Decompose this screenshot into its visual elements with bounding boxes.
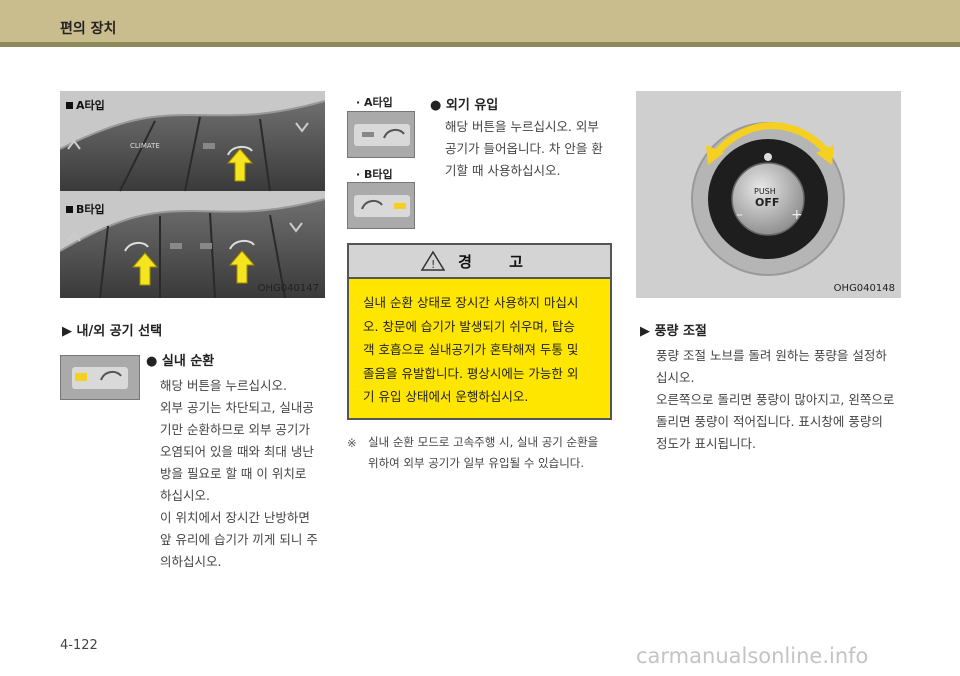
header-divider (0, 42, 960, 47)
header-title: 편의 장치 (60, 21, 117, 37)
section-title-fan-speed: ▶ 풍량 조절 (640, 324, 707, 339)
figure-code-left: OHG040147 (257, 283, 319, 294)
fresh-air-description: 해당 버튼을 누르십시오. 외부 공기가 들어옵니다. 차 안을 환 기할 때 … (445, 119, 603, 178)
knob-push: PUSH (754, 187, 776, 196)
indicator-on-icon (75, 373, 87, 381)
warning-triangle-icon: ! (420, 250, 446, 271)
arrow-up-icon (228, 250, 256, 284)
climate-panel-drawing: CLIMATE (60, 100, 325, 298)
fresh-air-thumbnail-b (347, 182, 415, 229)
svg-text:!: ! (431, 258, 435, 271)
type-b-tag: B타입 (66, 201, 105, 217)
fan-knob-illustration: PUSH OFF – + OHG040148 (636, 91, 901, 298)
fan-icon (764, 153, 772, 161)
chevron-down-icon (295, 122, 309, 133)
figure-code-right: OHG040148 (833, 283, 895, 294)
plus-label: + (791, 207, 803, 223)
recirc-description: 해당 버튼을 누르십시오. 외부 공기는 차단되고, 실내공 기만 순환하므로 … (160, 378, 318, 569)
climate-panel-illustration: CLIMATE A타입 B타입 OHG040147 (60, 91, 325, 298)
warning-title: 경 고 (458, 252, 539, 271)
panel-a-body (60, 101, 325, 191)
panel-b-body (60, 199, 325, 298)
rotation-arc (711, 122, 831, 159)
recirc-icon-a (227, 145, 253, 156)
fresh-air-icon (361, 199, 383, 210)
type-a-tag: A타입 (66, 97, 105, 113)
note-mark: ※ (347, 436, 357, 450)
watermark: carmanualsonline.info (636, 644, 869, 668)
fresh-air-title: ● 외기 유입 (430, 98, 499, 113)
knob-off: OFF (755, 196, 779, 209)
fan-knob-drawing: PUSH OFF – + (691, 122, 845, 276)
type-b-label: · B타입 (356, 168, 393, 181)
arrow-right-icon (816, 145, 834, 165)
fresh-air-thumbnail-a (347, 111, 415, 158)
warning-header: ! 경 고 (349, 245, 610, 279)
arrow-left-icon (706, 145, 724, 165)
climate-label: CLIMATE (130, 142, 160, 150)
section-title-air-select: ▶ 내/외 공기 선택 (62, 324, 163, 339)
recirc-icon-b (229, 239, 255, 250)
page-number: 4-122 (60, 638, 98, 653)
fresh-air-icon-b (124, 241, 149, 252)
minus-label: – (736, 207, 743, 223)
note-text: 실내 순환 모드로 고속주행 시, 실내 공기 순환을 위하여 외부 공기가 일… (368, 435, 599, 470)
recirc-title: ● 실내 순환 (146, 354, 215, 369)
warning-box: ! 경 고 실내 순환 상태로 장시간 사용하지 마십시 오. 창문에 습기가 … (347, 243, 612, 420)
fresh-air-icon (383, 128, 405, 139)
indicator-on-icon (394, 203, 406, 209)
warning-text: 실내 순환 상태로 장시간 사용하지 마십시 오. 창문에 습기가 발생되기 쉬… (363, 295, 579, 404)
type-a-label: · A타입 (356, 96, 393, 109)
chevron-up-icon (67, 139, 81, 150)
fan-speed-description: 풍량 조절 노브를 돌려 원하는 풍량을 설정하 십시오. 오른쪽으로 돌리면 … (656, 348, 895, 451)
recirc-button-thumbnail (60, 355, 140, 400)
arrow-up-icon (226, 148, 254, 182)
recirc-icon (100, 370, 122, 381)
page-header: 편의 장치 (0, 0, 960, 42)
arrow-up-icon (131, 252, 159, 286)
